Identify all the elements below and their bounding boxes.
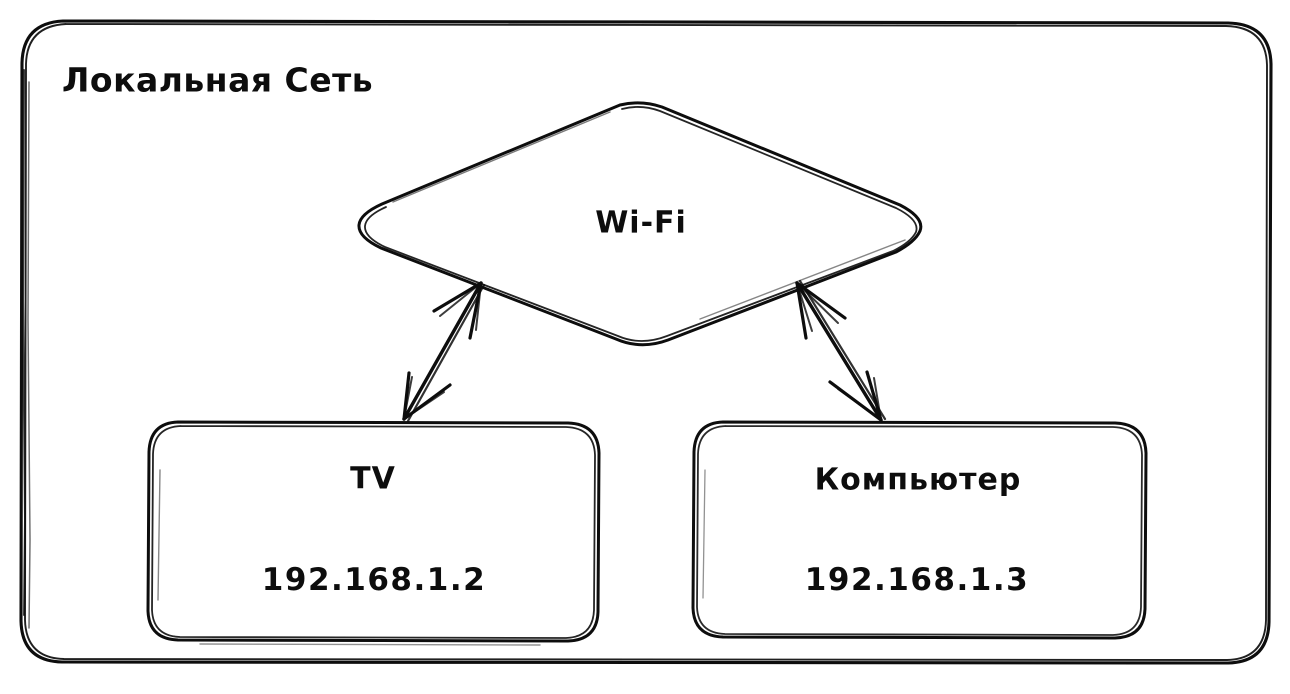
wifi-node-label: Wi-Fi bbox=[595, 205, 687, 241]
node-computer-ip: 192.168.1.3 bbox=[804, 562, 1030, 598]
node-box-computer bbox=[691, 420, 1148, 640]
group-container-border bbox=[19, 19, 1273, 665]
node-box-tv bbox=[146, 420, 601, 646]
group-title-label: Локальная Сеть bbox=[62, 60, 374, 100]
wifi-diamond-shape bbox=[357, 101, 923, 347]
node-tv-ip: 192.168.1.2 bbox=[261, 562, 487, 598]
node-tv-name: TV bbox=[350, 461, 396, 497]
node-computer-name: Компьютер bbox=[814, 462, 1022, 498]
connector-wifi-tv bbox=[402, 281, 486, 423]
connector-wifi-computer bbox=[795, 279, 887, 422]
